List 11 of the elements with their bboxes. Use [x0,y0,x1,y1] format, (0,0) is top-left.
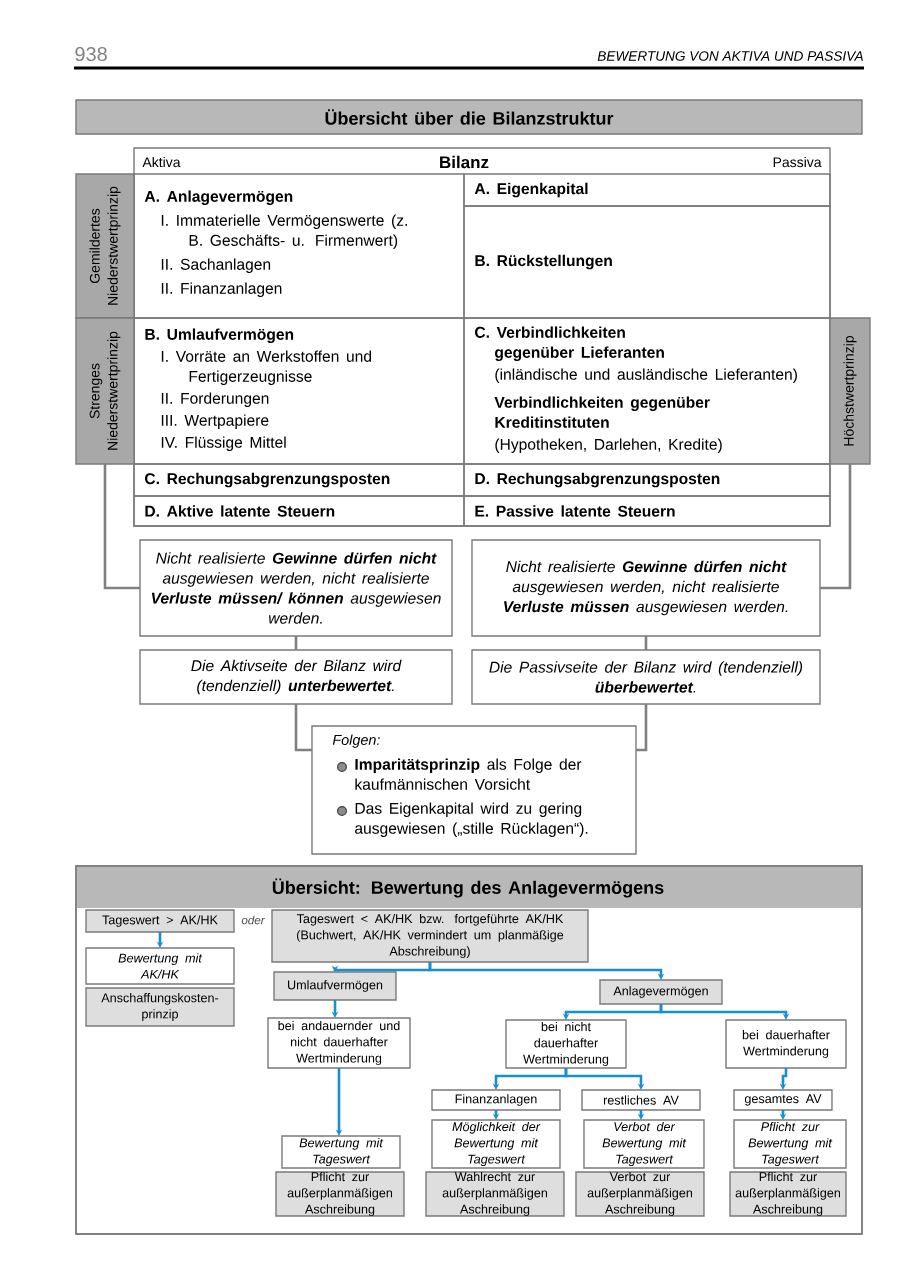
page-number: 938 [75,46,107,62]
connector-line [294,636,298,650]
connector-line [294,704,312,752]
connector-line [644,636,648,650]
connector-line [820,464,852,590]
arrow [659,1004,790,1020]
connector-line [103,464,140,590]
connector-line [636,704,648,752]
arrow [564,1068,645,1090]
title-bar: Übersicht über die Bilanzstruktur [75,99,863,135]
arrow [428,962,665,980]
